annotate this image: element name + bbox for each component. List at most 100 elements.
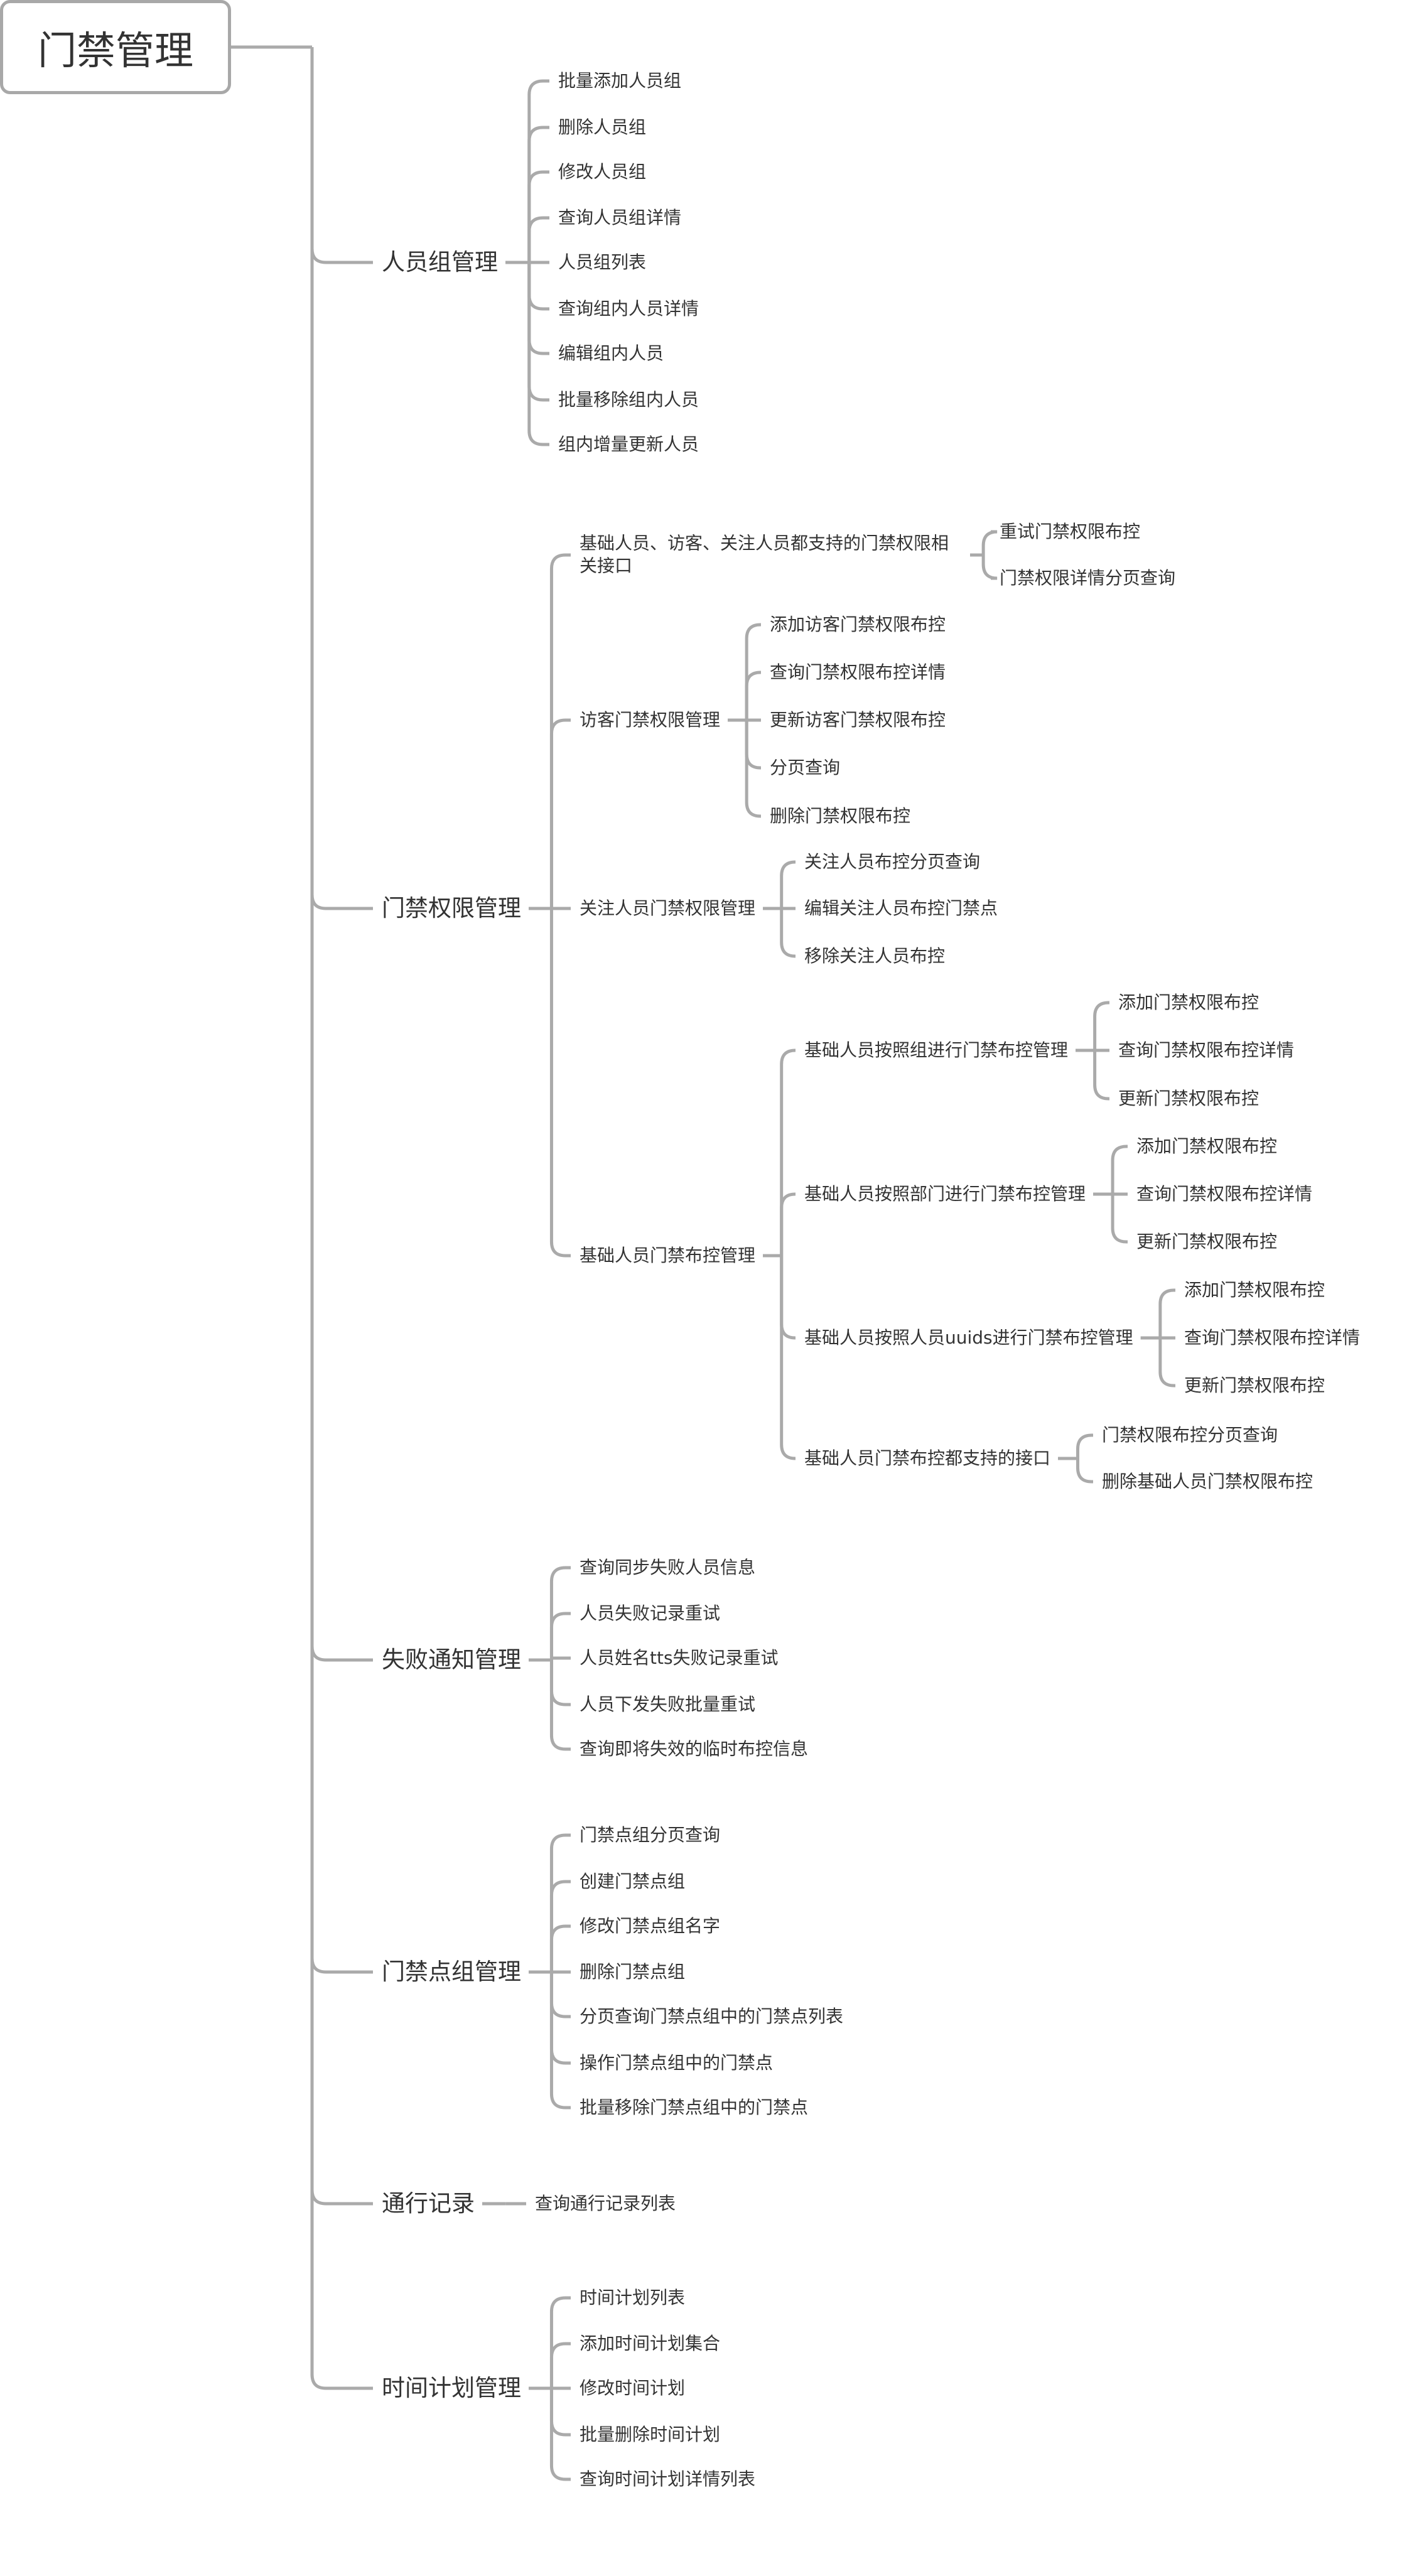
connector-line bbox=[527, 262, 549, 311]
sub-branch-node[interactable]: 基础人员门禁布控都支持的接口 bbox=[804, 1447, 1051, 1469]
leaf-node[interactable]: 更新访客门禁权限布控 bbox=[770, 709, 946, 730]
leaf-node[interactable]: 创建门禁点组 bbox=[580, 1870, 686, 1892]
leaf-node[interactable]: 修改人员组 bbox=[558, 161, 647, 182]
sub-branch-node[interactable]: 基础人员按照部门进行门禁布控管理 bbox=[804, 1183, 1086, 1204]
connector-line bbox=[745, 671, 761, 720]
leaf-node[interactable]: 更新门禁权限布控 bbox=[1136, 1231, 1278, 1252]
connector-line bbox=[780, 908, 796, 958]
connector-line bbox=[981, 555, 998, 580]
leaf-node[interactable]: 查询组内人员详情 bbox=[558, 298, 699, 319]
leaf-node[interactable]: 查询即将失效的临时布控信息 bbox=[580, 1738, 809, 1759]
leaf-node[interactable]: 查询门禁权限布控详情 bbox=[770, 661, 946, 682]
leaf-node[interactable]: 移除关注人员布控 bbox=[804, 945, 946, 966]
leaf-node[interactable]: 查询门禁权限布控详情 bbox=[1118, 1039, 1295, 1060]
leaf-node[interactable]: 人员下发失败批量重试 bbox=[580, 1693, 756, 1715]
sub-branch-node[interactable]: 基础人员按照人员uuids进行门禁布控管理 bbox=[804, 1327, 1133, 1348]
leaf-node[interactable]: 更新门禁权限布控 bbox=[1184, 1374, 1325, 1396]
leaf-node[interactable]: 修改门禁点组名字 bbox=[580, 1915, 721, 1936]
sub-branch-node[interactable]: 基础人员按照组进行门禁布控管理 bbox=[804, 1039, 1069, 1060]
leaf-node[interactable]: 分页查询 bbox=[770, 757, 841, 778]
leaf-node[interactable]: 添加时间计划集合 bbox=[580, 2332, 721, 2354]
connector-line bbox=[527, 262, 549, 446]
branch-node[interactable]: 门禁点组管理 bbox=[382, 1958, 521, 1985]
leaf-node[interactable]: 修改时间计划 bbox=[580, 2377, 686, 2398]
leaf-node[interactable]: 查询同步失败人员信息 bbox=[580, 1556, 756, 1578]
connector-line bbox=[549, 1833, 571, 1972]
connector-line bbox=[780, 1256, 796, 1340]
connector-line bbox=[527, 126, 549, 262]
connector-line bbox=[549, 908, 571, 1258]
leaf-node[interactable]: 分页查询门禁点组中的门禁点列表 bbox=[580, 2005, 844, 2027]
leaf-node[interactable]: 添加门禁权限布控 bbox=[1118, 991, 1259, 1013]
connector-line bbox=[549, 2388, 571, 2481]
leaf-node[interactable]: 批量移除门禁点组中的门禁点 bbox=[580, 2096, 809, 2118]
leaf-node[interactable]: 添加访客门禁权限布控 bbox=[770, 613, 946, 635]
connector-line bbox=[1093, 1001, 1109, 1050]
branch-node[interactable]: 人员组管理 bbox=[382, 248, 498, 276]
leaf-node[interactable]: 操作门禁点组中的门禁点 bbox=[580, 2052, 774, 2073]
root-node[interactable]: 门禁管理 bbox=[0, 0, 231, 94]
connector-line bbox=[549, 1972, 571, 2018]
connector-line bbox=[549, 1656, 571, 1661]
connector-line bbox=[527, 216, 549, 262]
leaf-node[interactable]: 批量移除组内人员 bbox=[558, 389, 699, 410]
connector-line bbox=[1158, 1338, 1175, 1388]
connector-line bbox=[310, 47, 373, 1974]
leaf-node[interactable]: 删除门禁点组 bbox=[580, 1961, 686, 1982]
leaf-node[interactable]: 编辑关注人员布控门禁点 bbox=[804, 897, 998, 919]
leaf-node[interactable]: 重试门禁权限布控 bbox=[1000, 520, 1141, 542]
leaf-node[interactable]: 查询通行记录列表 bbox=[535, 2192, 676, 2214]
leaf-node[interactable]: 人员组列表 bbox=[558, 251, 647, 272]
connector-line bbox=[310, 47, 373, 2390]
connector-line bbox=[549, 1660, 571, 1751]
branch-node[interactable]: 失败通知管理 bbox=[382, 1646, 521, 1673]
connector-line bbox=[549, 1972, 571, 2110]
leaf-node[interactable]: 查询人员组详情 bbox=[558, 207, 682, 228]
leaf-node[interactable]: 编辑组内人员 bbox=[558, 342, 664, 364]
leaf-node[interactable]: 门禁点组分页查询 bbox=[580, 1824, 721, 1845]
connector-line bbox=[1158, 1288, 1175, 1338]
leaf-node[interactable]: 门禁权限布控分页查询 bbox=[1102, 1424, 1278, 1445]
connector-line bbox=[1093, 1050, 1109, 1101]
branch-node[interactable]: 门禁权限管理 bbox=[382, 894, 521, 922]
connector-line bbox=[310, 47, 373, 2206]
leaf-node[interactable]: 删除门禁权限布控 bbox=[770, 805, 911, 826]
connector-line bbox=[549, 1660, 571, 1706]
connector-line bbox=[549, 1612, 571, 1660]
sub-branch-node[interactable]: 访客门禁权限管理 bbox=[580, 709, 721, 730]
leaf-node[interactable]: 人员姓名tts失败记录重试 bbox=[580, 1647, 779, 1668]
connector-line bbox=[527, 262, 549, 402]
branch-node[interactable]: 时间计划管理 bbox=[382, 2374, 521, 2401]
leaf-node[interactable]: 查询门禁权限布控详情 bbox=[1184, 1327, 1361, 1348]
connector-line bbox=[1076, 1458, 1093, 1484]
leaf-node[interactable]: 组内增量更新人员 bbox=[558, 433, 699, 455]
leaf-node[interactable]: 添加门禁权限布控 bbox=[1136, 1135, 1278, 1156]
connector-line bbox=[549, 718, 571, 908]
leaf-node[interactable]: 删除基础人员门禁权限布控 bbox=[1102, 1470, 1313, 1492]
leaf-node[interactable]: 批量删除时间计划 bbox=[580, 2423, 721, 2445]
connector-line bbox=[549, 1924, 571, 1972]
leaf-node[interactable]: 关注人员布控分页查询 bbox=[804, 851, 981, 872]
connector-line bbox=[780, 860, 796, 908]
branch-node[interactable]: 通行记录 bbox=[382, 2189, 475, 2217]
leaf-node[interactable]: 人员失败记录重试 bbox=[580, 1602, 721, 1624]
leaf-node[interactable]: 时间计划列表 bbox=[580, 2287, 686, 2308]
connector-line bbox=[780, 1048, 796, 1256]
leaf-node[interactable]: 添加门禁权限布控 bbox=[1184, 1279, 1325, 1300]
connector-line bbox=[549, 2388, 571, 2437]
connector-line bbox=[780, 1192, 796, 1256]
connector-line bbox=[780, 1256, 796, 1460]
connector-line bbox=[527, 170, 549, 262]
sub-branch-node[interactable]: 基础人员、访客、关注人员都支持的门禁权限相关接口 bbox=[580, 532, 949, 576]
leaf-node[interactable]: 删除人员组 bbox=[558, 116, 647, 137]
connector-line bbox=[549, 1880, 571, 1972]
leaf-node[interactable]: 查询时间计划详情列表 bbox=[580, 2468, 756, 2489]
sub-branch-node[interactable]: 基础人员门禁布控管理 bbox=[580, 1244, 756, 1266]
sub-branch-node[interactable]: 关注人员门禁权限管理 bbox=[580, 897, 756, 919]
leaf-node[interactable]: 更新门禁权限布控 bbox=[1118, 1087, 1259, 1109]
connector-line bbox=[981, 530, 998, 555]
leaf-node[interactable]: 查询门禁权限布控详情 bbox=[1136, 1183, 1313, 1204]
leaf-node[interactable]: 门禁权限详情分页查询 bbox=[1000, 567, 1176, 588]
leaf-node[interactable]: 批量添加人员组 bbox=[558, 70, 682, 91]
